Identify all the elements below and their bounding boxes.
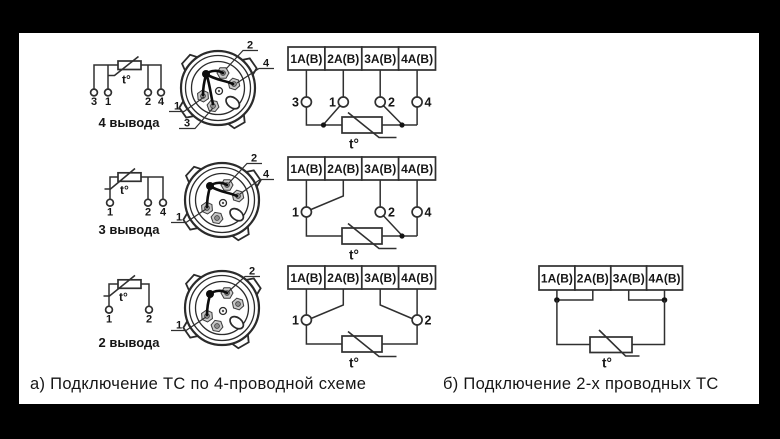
rtd-temp-label: t° — [119, 290, 128, 304]
sensor-lead-diagram-2: t° 1 2 2 вывода — [98, 274, 160, 350]
terminal-cell-label: 1А(В) — [290, 162, 322, 176]
rtd-temp-label: t° — [122, 73, 131, 87]
pin-number: 1 — [176, 212, 182, 224]
contact-number: 2 — [388, 96, 395, 110]
terminal-cell-label: 4А(В) — [401, 271, 433, 285]
terminal-cell-label: 3А(В) — [613, 272, 645, 286]
contact-number: 2 — [425, 314, 432, 328]
connector-face-2: 2 1 — [171, 266, 263, 351]
terminal-wiring-4wire: 1А(В) 2А(В) 3А(В) 4А(В) 3 1 2 4 t° — [287, 46, 437, 152]
terminal-number: 2 — [146, 314, 152, 326]
terminal-cell-label: 3А(В) — [364, 271, 396, 285]
terminal-wiring-two-wire-ts: 1А(В) 2А(В) 3А(В) 4А(В) t° — [538, 265, 684, 371]
terminal-cell-label: 3А(В) — [364, 52, 396, 66]
contact-number: 4 — [425, 206, 432, 220]
contact-number: 1 — [292, 206, 299, 220]
terminal-cell-label: 2А(В) — [327, 271, 359, 285]
pin-number: 4 — [263, 169, 270, 181]
terminal-number: 2 — [145, 96, 151, 108]
rtd-temp-label: t° — [349, 137, 359, 152]
lead-count-label: 2 вывода — [98, 335, 160, 350]
terminal-cell-label: 4А(В) — [649, 272, 681, 286]
sensor-lead-diagram-3: t° 1 2 4 3 вывода — [98, 167, 168, 237]
terminal-cell-label: 2А(В) — [577, 272, 609, 286]
terminal-cell-label: 3А(В) — [364, 162, 396, 176]
rtd-temp-label: t° — [120, 183, 129, 197]
pin-number: 3 — [184, 118, 190, 130]
connector-face-4: 2 4 1 3 — [169, 40, 274, 131]
rtd-temp-label: t° — [349, 356, 359, 371]
terminal-cell-label: 1А(В) — [290, 271, 322, 285]
lead-count-label: 4 вывода — [98, 115, 160, 130]
terminal-cell-label: 4А(В) — [401, 162, 433, 176]
contact-number: 1 — [292, 314, 299, 328]
terminal-number: 3 — [91, 96, 97, 108]
rtd-temp-label: t° — [349, 248, 359, 263]
diagram-page: t° 3 1 2 4 4 вывода 2 4 1 3 — [19, 33, 759, 404]
terminal-number: 1 — [105, 96, 111, 108]
connector-wires — [205, 289, 229, 317]
contact-number: 4 — [425, 96, 432, 110]
diagram-canvas: t° 3 1 2 4 4 вывода 2 4 1 3 — [30, 40, 719, 394]
connector-face-3: 2 4 1 — [171, 153, 274, 243]
terminal-number: 1 — [106, 314, 112, 326]
terminal-cell-label: 1А(В) — [541, 272, 573, 286]
rtd-temp-label: t° — [602, 356, 612, 371]
terminal-cell-label: 1А(В) — [290, 52, 322, 66]
terminal-number: 2 — [145, 207, 151, 219]
pin-number: 2 — [247, 40, 253, 52]
terminal-number: 1 — [107, 207, 113, 219]
sensor-lead-diagram-4: t° 3 1 2 4 4 вывода — [89, 55, 166, 130]
terminal-cell-label: 2А(В) — [327, 52, 359, 66]
connector-body — [181, 271, 263, 350]
terminal-number: 4 — [158, 96, 165, 108]
contact-number: 2 — [388, 206, 395, 220]
terminal-number: 4 — [160, 207, 167, 219]
terminal-cell-label: 2А(В) — [327, 162, 359, 176]
pin-number: 1 — [176, 320, 182, 332]
pin-number: 2 — [251, 153, 257, 165]
contact-number: 3 — [292, 96, 299, 110]
pin-number: 2 — [249, 266, 255, 278]
caption-a: а) Подключение ТС по 4-проводной схеме — [30, 375, 366, 393]
terminal-wiring-3wire: 1А(В) 2А(В) 3А(В) 4А(В) 1 2 4 t° — [287, 156, 437, 263]
terminal-wiring-2wire: 1А(В) 2А(В) 3А(В) 4А(В) 1 2 t° — [287, 265, 437, 371]
pin-number: 1 — [174, 101, 180, 113]
terminal-cell-label: 4А(В) — [401, 52, 433, 66]
connector-wires — [201, 69, 235, 106]
caption-b: б) Подключение 2-х проводных ТС — [443, 375, 719, 393]
pin-number: 4 — [263, 58, 270, 70]
lead-count-label: 3 вывода — [98, 222, 160, 237]
connector-body — [181, 163, 263, 242]
contact-number: 1 — [329, 96, 336, 110]
connector-wires — [205, 181, 239, 209]
